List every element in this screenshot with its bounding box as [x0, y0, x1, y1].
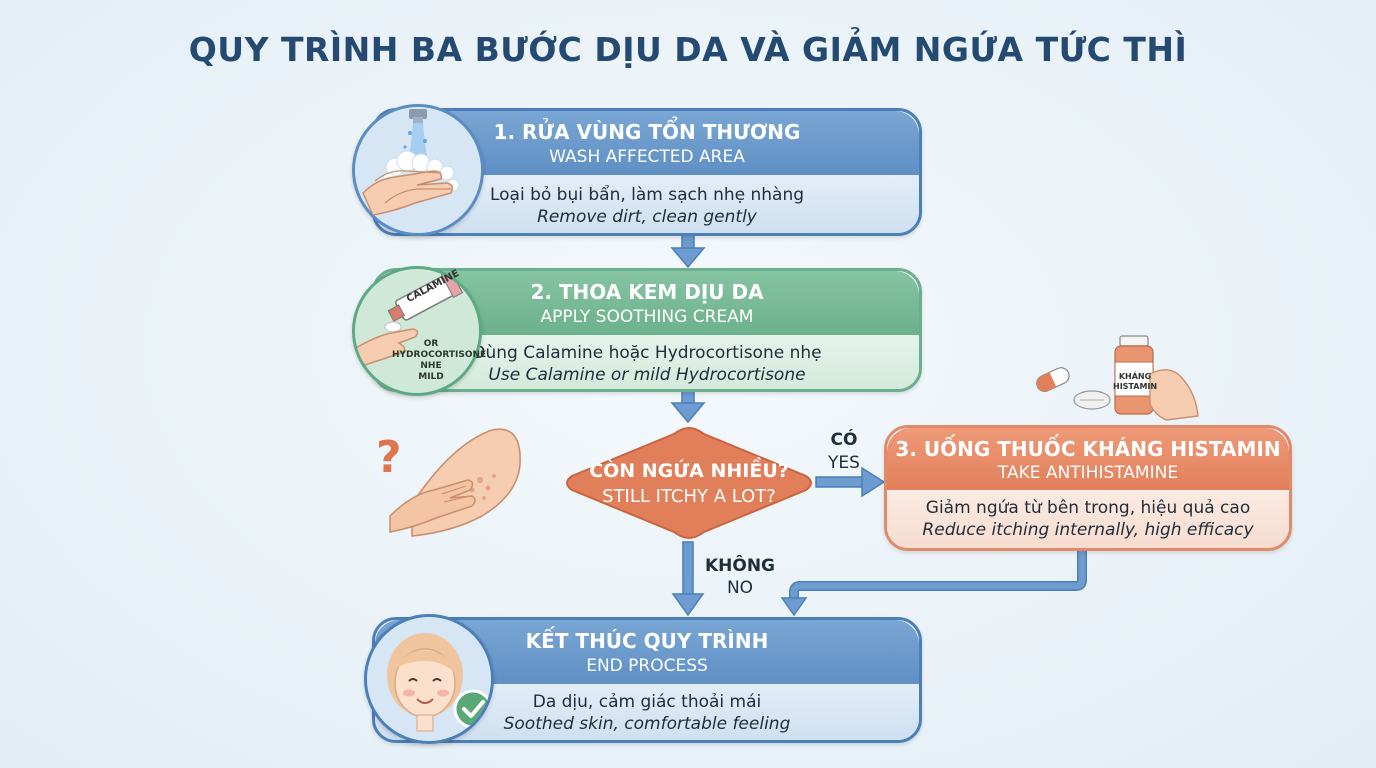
step-3-card: 3. UỐNG THUỐC KHÁNG HISTAMIN TAKE ANTIHI… [884, 425, 1292, 551]
step-2-desc-vi: Dùng Calamine hoặc Hydrocortisone nhẹ [472, 343, 822, 363]
step-2-title-vi: 2. THOA KEM DỊU DA [530, 280, 764, 304]
icon-text-hydrocortisone: HYDROCORTISONE [392, 350, 487, 360]
step-2-desc-en: Use Calamine or mild Hydrocortisone [488, 365, 806, 385]
icon-text-or: OR [423, 339, 439, 349]
step-3-title-en: TAKE ANTIHISTAMINE [997, 463, 1179, 483]
cream-tube-icon [352, 266, 482, 396]
smiling-face-check-icon [364, 614, 494, 744]
no-label-en: NO [726, 578, 754, 598]
page-title: QUY TRÌNH BA BƯỚC DỊU DA VÀ GIẢM NGỨA TỨ… [188, 30, 1188, 69]
bottle-label-line-1: KHÁNG [1118, 372, 1152, 381]
scratching-arm-question-icon: ? [376, 428, 521, 537]
washing-hands-icon [352, 104, 484, 236]
arrow-step2-to-decision [670, 387, 706, 424]
step-3-desc-en: Reduce itching internally, high efficacy [922, 520, 1254, 540]
step-3-body: Giảm ngứa từ bên trong, hiệu quả cao Red… [887, 490, 1289, 548]
medicine-bottle-icon [1036, 335, 1199, 421]
step-2-icon-text: OR HYDROCORTISONE NHE MILD [392, 339, 487, 383]
end-desc-vi: Da dịu, cảm giác thoải mái [532, 692, 762, 712]
yes-label-vi: CÓ [830, 430, 858, 450]
bottle-label: KHÁNG HISTAMIN [1113, 372, 1157, 392]
end-desc-en: Soothed skin, comfortable feeling [503, 714, 791, 734]
end-title-vi: KẾT THÚC QUY TRÌNH [525, 629, 769, 653]
arrow-step1-to-step2 [670, 230, 706, 269]
arrow-decision-to-end [671, 541, 705, 617]
step-1-title-vi: 1. RỬA VÙNG TỔN THƯƠNG [493, 120, 801, 144]
icon-text-nhe: NHE [420, 361, 442, 371]
step-3-title-vi: 3. UỐNG THUỐC KHÁNG HISTAMIN [895, 437, 1281, 461]
no-label-vi: KHÔNG [704, 556, 776, 576]
step-3-desc-vi: Giảm ngứa từ bên trong, hiệu quả cao [925, 498, 1251, 518]
decision-question-vi: CÒN NGỨA NHIỀU? [589, 460, 789, 482]
icon-text-mild: MILD [418, 372, 444, 382]
step-2-title-en: APPLY SOOTHING CREAM [540, 307, 754, 327]
arrow-decision-to-step3 [815, 466, 886, 498]
end-title-en: END PROCESS [586, 656, 708, 676]
decision-node: CÒN NGỨA NHIỀU? STILL ITCHY A LOT? [560, 424, 818, 542]
bottle-label-line-2: HISTAMIN [1113, 382, 1158, 391]
step-1-desc-vi: Loại bỏ bụi bẩn, làm sạch nhẹ nhàng [489, 185, 805, 205]
svg-text:?: ? [376, 432, 402, 483]
step-1-title-en: WASH AFFECTED AREA [549, 147, 745, 167]
step-1-desc-en: Remove dirt, clean gently [537, 207, 757, 227]
arrow-step3-to-end [780, 546, 1087, 617]
step-3-header: 3. UỐNG THUỐC KHÁNG HISTAMIN TAKE ANTIHI… [887, 428, 1289, 490]
decision-question-en: STILL ITCHY A LOT? [602, 486, 776, 507]
yes-label-en: YES [828, 453, 860, 473]
